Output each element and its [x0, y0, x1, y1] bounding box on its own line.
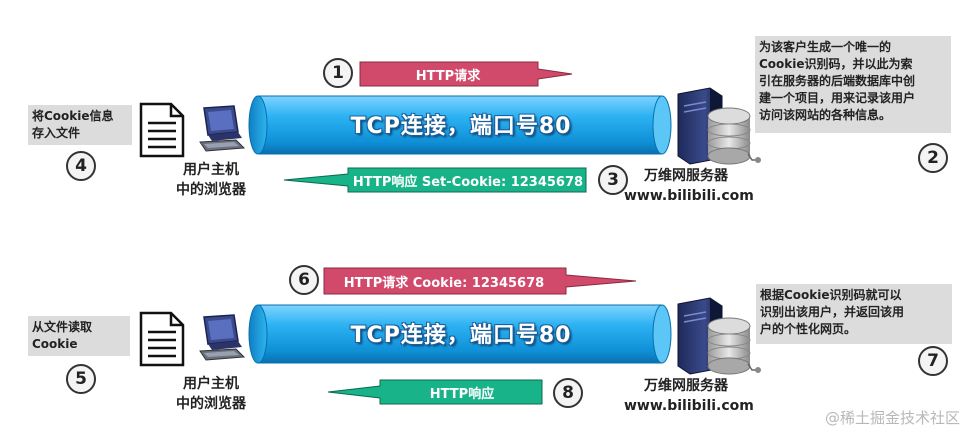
tube-label-bottom: TCP连接，端口号80 [350, 323, 572, 348]
computer-icon [199, 105, 246, 152]
step-1-badge: 1 [323, 58, 353, 88]
client-label-top-line2: 中的浏览器 [176, 182, 246, 198]
client-note-bottom: 从文件读取 Cookie [28, 316, 130, 356]
step-5-badge: 5 [66, 364, 96, 394]
tcp-tube-top [248, 95, 672, 155]
server-label-top: 万维网服务器 www.bilibili.com [624, 166, 754, 206]
response-arrow-bottom [327, 379, 543, 405]
request-arrow-top [359, 61, 573, 87]
client-label-bottom: 用户主机 中的浏览器 [156, 374, 266, 414]
server-label-bottom-line1: 万维网服务器 [644, 378, 728, 394]
request-label-bottom: HTTP请求 Cookie: 12345678 [343, 275, 545, 291]
computer-icon [199, 314, 246, 361]
step-7-badge: 7 [918, 346, 948, 376]
client-note-top: 将Cookie信息 存入文件 [28, 105, 132, 145]
watermark: @稀土掘金技术社区 [824, 409, 960, 427]
client-label-bottom-line1: 用户主机 [183, 376, 239, 392]
server-label-top-line1: 万维网服务器 [644, 168, 728, 184]
request-label-top: HTTP请求 [415, 68, 481, 84]
server-note-bottom: 根据Cookie识别码就可以 识别出该用户，并返回该用 户的个性化网页。 [756, 284, 952, 344]
server-label-bottom-line2: www.bilibili.com [624, 398, 754, 414]
step-6-badge: 6 [289, 265, 319, 295]
server-label-top-line2: www.bilibili.com [624, 188, 754, 204]
document-icon [139, 102, 185, 158]
server-icon [677, 297, 761, 375]
response-label-bottom: HTTP响应 [429, 386, 495, 402]
step-4-badge: 4 [66, 151, 96, 181]
document-icon [139, 311, 185, 367]
server-label-bottom: 万维网服务器 www.bilibili.com [624, 376, 754, 416]
step-3-badge: 3 [598, 165, 628, 195]
client-label-top: 用户主机 中的浏览器 [156, 160, 266, 200]
tcp-tube-bottom [248, 304, 672, 364]
server-note-top: 为该客户生成一个唯一的 Cookie识别码，并以此为索 引在服务器的后端数据库中… [755, 36, 951, 133]
client-label-top-line1: 用户主机 [183, 162, 239, 178]
response-label-top: HTTP响应 Set-Cookie: 12345678 [352, 174, 584, 190]
response-arrow-top [283, 167, 587, 193]
request-arrow-bottom [323, 267, 637, 295]
server-icon [677, 87, 761, 165]
tube-label-top: TCP连接，端口号80 [350, 114, 572, 139]
step-2-badge: 2 [918, 143, 948, 173]
client-label-bottom-line2: 中的浏览器 [176, 396, 246, 412]
step-8-badge: 8 [553, 378, 583, 408]
